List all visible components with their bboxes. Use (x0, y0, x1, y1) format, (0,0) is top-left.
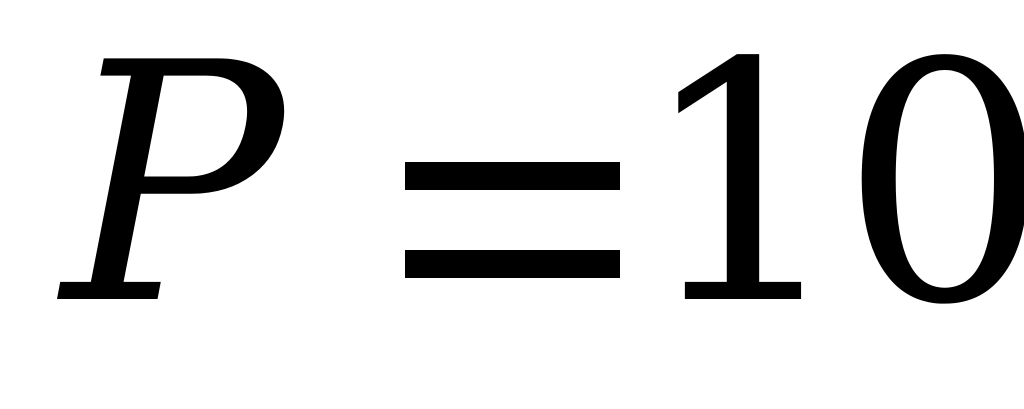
variable-p: P (62, 0, 285, 377)
equals-bar-top (405, 162, 620, 190)
equals-sign (405, 150, 620, 290)
equals-bar-bottom (405, 250, 620, 278)
value-number: 10 (638, 0, 1024, 377)
